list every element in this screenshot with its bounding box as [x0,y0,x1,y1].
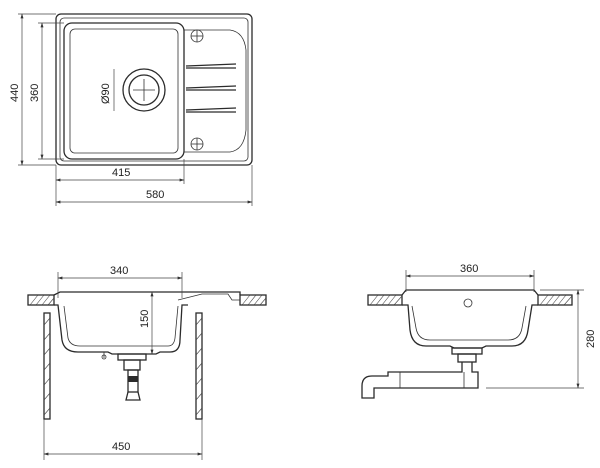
sink-outer-rim [55,13,253,166]
dim-280: 280 [585,330,597,348]
drain-outer [122,68,166,112]
dim-415: 415 [112,167,130,179]
drainboard-outline [184,29,247,153]
drainboard-grooves [185,63,237,113]
side-view: 360 280 [361,263,597,399]
dim-360-left: 360 [29,84,41,102]
drain-diameter-label: Ø90 [100,83,112,104]
dim-450: 450 [112,441,130,453]
front-bowl-outline [54,304,188,355]
side-drain-pipe [361,362,479,399]
dim-580: 580 [146,189,164,201]
drain-inner [128,74,160,106]
sink-bowl-outline [63,22,185,160]
side-overflow-hole [463,298,473,308]
dim-150: 150 [139,310,151,328]
side-bowl-outline [402,304,538,349]
top-view: Ø90 415 580 440 360 [9,13,253,206]
dim-360-side: 360 [460,263,478,275]
front-view: 340 150 450 [27,265,267,460]
dim-440: 440 [9,84,21,102]
dim-340: 340 [110,265,128,277]
